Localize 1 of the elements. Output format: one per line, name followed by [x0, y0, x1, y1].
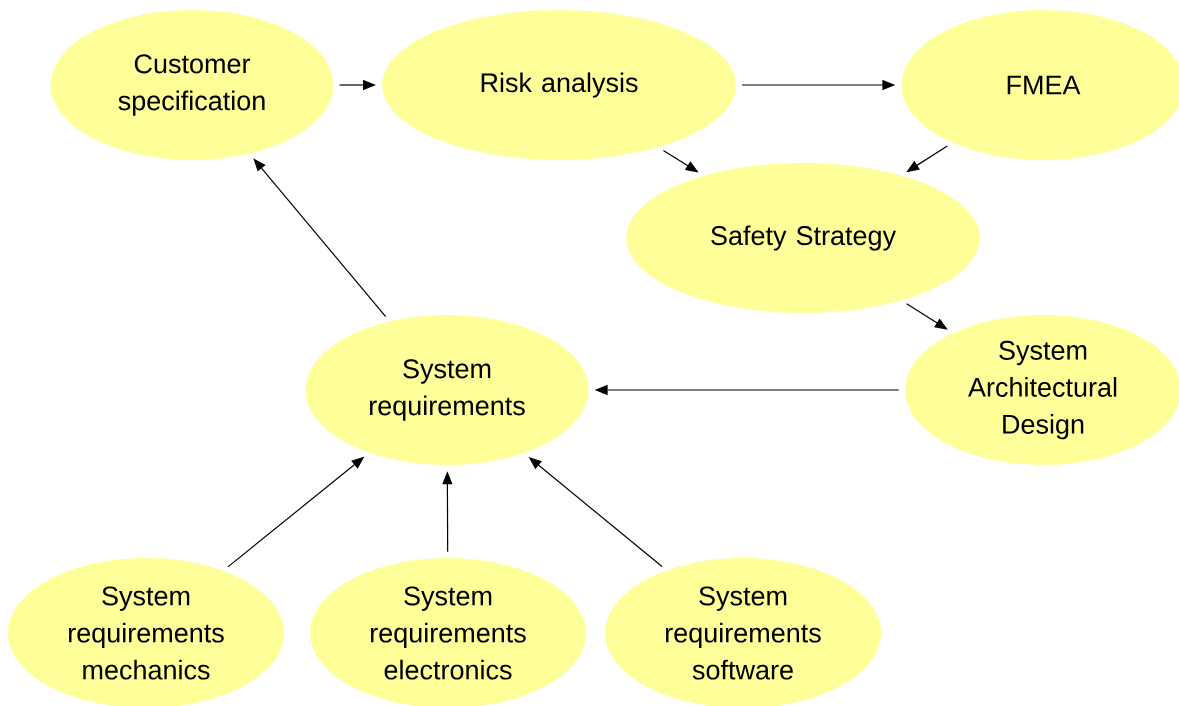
arrow	[906, 303, 948, 330]
